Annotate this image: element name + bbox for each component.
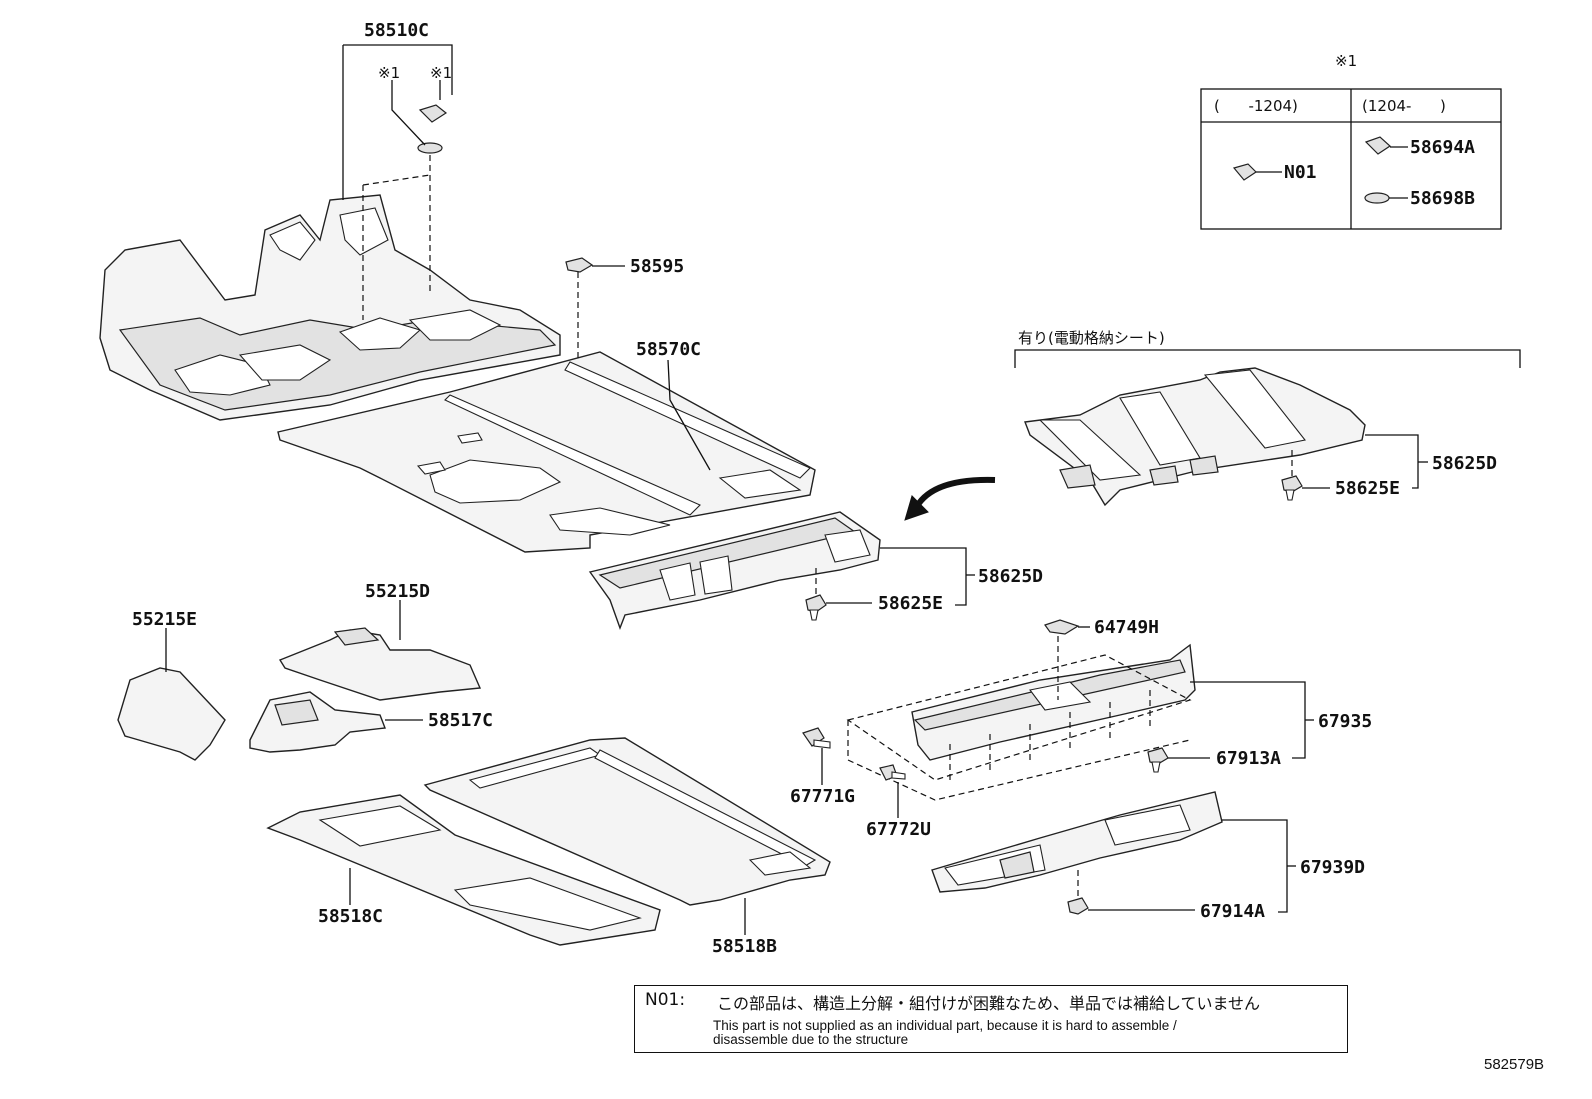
table-col2-header: (1204- ): [1362, 97, 1446, 115]
part-number-55215E: 55215E: [132, 609, 197, 630]
clip-67913A: [1147, 747, 1169, 773]
part-number-67913A: 67913A: [1216, 748, 1281, 769]
part-number-67771G: 67771G: [790, 786, 855, 807]
part-number-64749H: 64749H: [1094, 617, 1159, 638]
seat-bracket-center: [588, 511, 881, 631]
floor-carpet-front: [99, 194, 561, 421]
scuff-plate-67939D: [931, 791, 1223, 893]
note-text-english-line1: This part is not supplied as an individu…: [713, 1018, 1177, 1033]
part-number-58625D-right: 58625D: [1432, 453, 1497, 474]
note-text-japanese: この部品は、構造上分解・組付けが困難なため、単品では補給していません: [717, 994, 1261, 1013]
note-text-english-line2: disassemble due to the structure: [713, 1032, 909, 1047]
part-number-67914A: 67914A: [1200, 901, 1265, 922]
table-note-marker: ※1: [1335, 52, 1357, 70]
clip-58625E-right: [1281, 475, 1303, 501]
note-label: N01:: [645, 990, 686, 1010]
part-number-67772U: 67772U: [866, 819, 931, 840]
part-number-58625E-center: 58625E: [878, 593, 943, 614]
clip-58625E-center: [805, 594, 827, 621]
variant-table: [1200, 88, 1502, 230]
table-col1-header: ( -1204): [1214, 97, 1298, 115]
floor-pad-55215D: [278, 627, 482, 701]
part-number-67935: 67935: [1318, 711, 1372, 732]
table-part-N01: N01: [1284, 162, 1317, 183]
part-number-67939D: 67939D: [1300, 857, 1365, 878]
part-number-58518C: 58518C: [318, 906, 383, 927]
seat-bracket-right: [1024, 367, 1366, 507]
part-number-58570C: 58570C: [636, 339, 701, 360]
clip-top-a: [418, 104, 448, 123]
leader-lines: [165, 44, 1521, 935]
screw-67771G: [802, 727, 831, 749]
spacer-58517C: [249, 691, 386, 753]
floor-mat-58518B: [423, 737, 831, 906]
table-part-58698B: 58698B: [1410, 188, 1475, 209]
trim-outline-dashed: [846, 654, 1192, 801]
clip-67914A: [1067, 897, 1089, 915]
clip-64749H: [1044, 619, 1080, 635]
part-number-58595: 58595: [630, 256, 684, 277]
option-label: 有り(電動格納シート): [1018, 329, 1165, 347]
part-number-58510C: 58510C: [364, 20, 429, 41]
note-marker-b: ※1: [430, 64, 452, 82]
clip-58595: [565, 257, 594, 273]
table-part-58694A: 58694A: [1410, 137, 1475, 158]
floor-pad-55215E: [117, 667, 226, 761]
part-number-58518B: 58518B: [712, 936, 777, 957]
direction-arrow-icon: [904, 476, 996, 521]
screw-67772U: [879, 764, 906, 781]
floor-carpet-rear: [277, 351, 816, 553]
part-number-58625E-right: 58625E: [1335, 478, 1400, 499]
note-box: N01: この部品は、構造上分解・組付けが困難なため、単品では補給していません …: [634, 985, 1348, 1053]
floor-mat-58518C: [266, 794, 661, 946]
clip-top-b: [417, 142, 443, 154]
part-number-58517C: 58517C: [428, 710, 493, 731]
part-number-55215D: 55215D: [365, 581, 430, 602]
part-number-58625D-center: 58625D: [978, 566, 1043, 587]
figure-number: 582579B: [1484, 1056, 1545, 1073]
rear-trim-67935: [911, 643, 1196, 761]
note-marker-a: ※1: [378, 64, 400, 82]
